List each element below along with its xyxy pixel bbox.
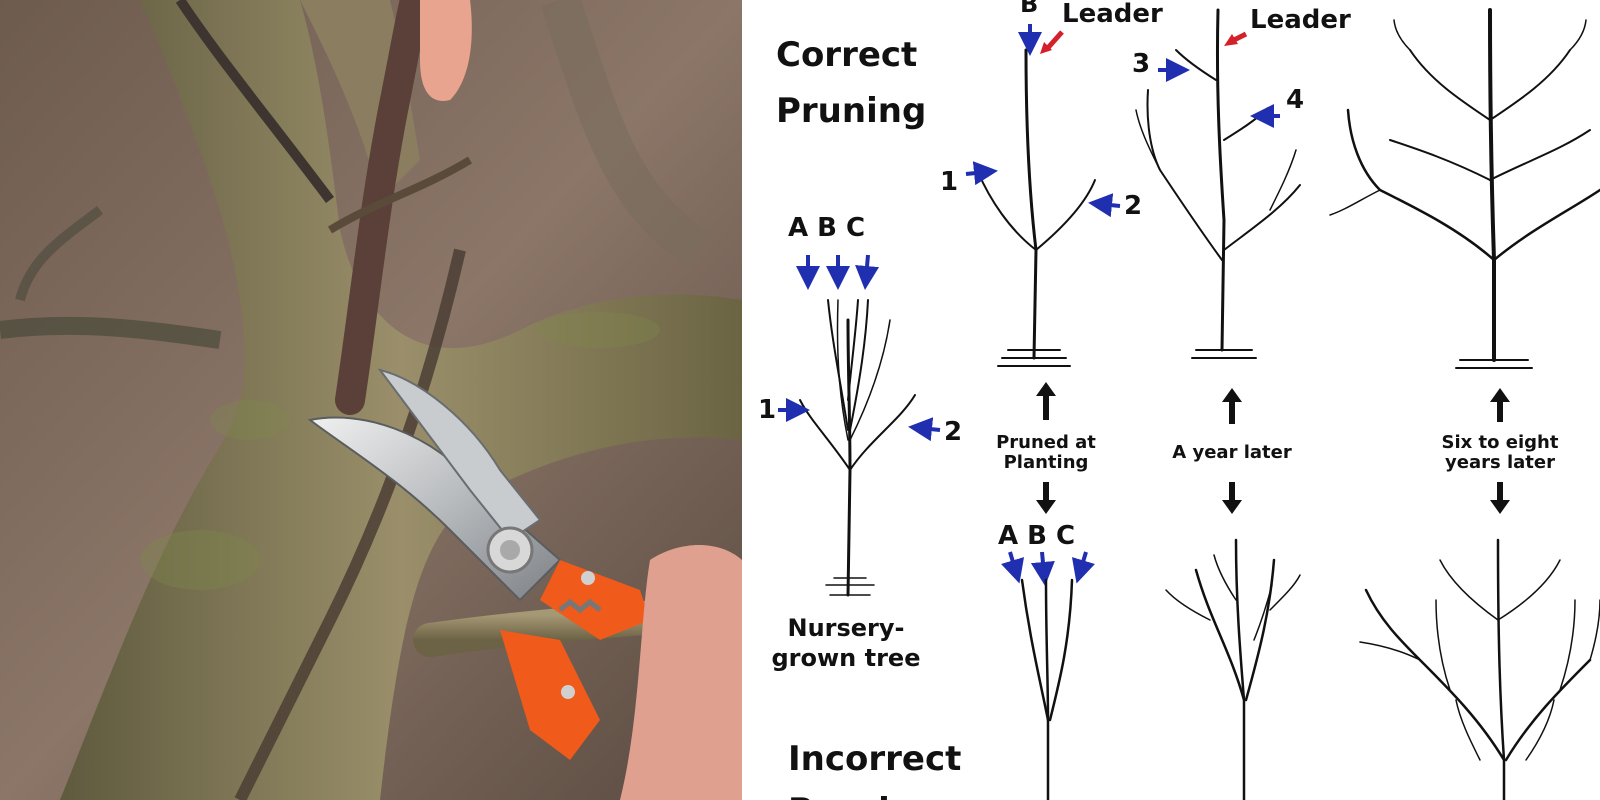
tree-trunk — [60, 0, 742, 800]
pruning-diagram: Correct Pruning Incorrect Pruning A B C … — [742, 0, 1600, 800]
nursery-tree — [799, 299, 916, 597]
nursery-caption-line2: grown tree — [772, 644, 921, 672]
heading-correct-line1: Correct — [776, 35, 917, 75]
nursery-branch-1: 1 — [758, 395, 776, 425]
incorrect-abc-label: A B C — [998, 521, 1075, 551]
hand-top — [420, 0, 472, 101]
pruning-photo-illustration — [0, 0, 742, 800]
year-branch-4: 4 — [1286, 85, 1304, 115]
incorrect-pruned-tree — [1020, 578, 1074, 800]
year-caption: A year later — [1172, 442, 1292, 463]
nursery-abc-label: A B C — [788, 213, 865, 243]
nursery-arrow-c-icon — [855, 254, 879, 290]
incorrect-arrow-a-icon — [1001, 551, 1025, 584]
year-leader-label: Leader — [1250, 5, 1351, 35]
shears-handle-upper — [540, 560, 650, 640]
planting-top-label: B — [1020, 0, 1038, 18]
hand-bottom — [620, 545, 742, 800]
incorrect-year-later-tree — [1165, 538, 1301, 800]
pruning-diagram-svg: Correct Pruning Incorrect Pruning A B C … — [758, 0, 1600, 800]
planting-leader-label: Leader — [1062, 0, 1163, 29]
nursery-arrow-2-icon — [908, 417, 941, 442]
nursery-branch-2: 2 — [944, 417, 962, 447]
planting-caption-line1: Pruned at — [996, 432, 1096, 453]
incorrect-six-eight-tree — [1359, 538, 1600, 800]
pruning-photo — [0, 0, 742, 800]
heading-correct-line2: Pruning — [776, 91, 926, 131]
heading-incorrect-line2: Pruning — [788, 791, 938, 800]
pruned-at-planting-tree — [977, 48, 1096, 367]
six-eight-caption-line1: Six to eight — [1442, 432, 1559, 453]
heading-incorrect-line1: Incorrect — [788, 739, 961, 779]
six-eight-caption-line2: years later — [1445, 452, 1555, 473]
six-eight-years-tree — [1329, 8, 1600, 369]
planting-branch-1: 1 — [940, 167, 958, 197]
incorrect-arrow-c-icon — [1071, 551, 1095, 584]
planting-arrow-2-icon — [1088, 193, 1121, 218]
incorrect-arrow-b-icon — [1030, 551, 1055, 586]
year-branch-3: 3 — [1132, 49, 1150, 79]
planting-caption-line2: Planting — [1004, 452, 1089, 473]
year-later-tree — [1135, 8, 1301, 359]
held-branch — [335, 0, 430, 415]
planting-arrow-1-icon — [965, 161, 998, 186]
nursery-caption-line1: Nursery- — [787, 614, 904, 642]
shears-handle-lower — [500, 630, 600, 760]
planting-branch-2: 2 — [1124, 191, 1142, 221]
